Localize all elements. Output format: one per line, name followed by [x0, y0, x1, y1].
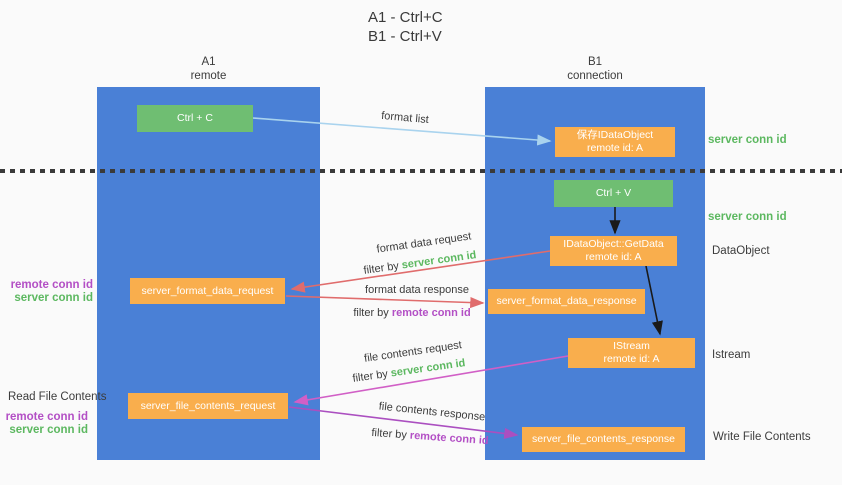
column-b1-subtitle: connection — [567, 70, 623, 82]
server-conn-id-annotation-file: server conn id — [9, 424, 88, 436]
column-b1-name: B1 — [587, 56, 603, 68]
filter-by-text: filter by — [362, 259, 403, 277]
server-format-data-request-label: server_format_data_request — [141, 284, 274, 297]
getdata-line1: IDataObject::GetData — [563, 238, 664, 250]
server-conn-id-text: server conn id — [389, 357, 467, 380]
save-idataobject-line2: remote id: A — [586, 142, 644, 154]
istream-line2: remote id: A — [603, 353, 660, 365]
filter-by-text: filter by — [351, 367, 392, 385]
server-file-contents-response-node: server_file_contents_response — [522, 427, 685, 452]
filter-by-remote-conn-id-label-file: filter by remote conn id — [371, 427, 489, 447]
remote-conn-id-text: remote conn id — [391, 307, 471, 319]
title-line-2: B1 - Ctrl+V — [368, 28, 442, 45]
server-file-contents-request-label: server_file_contents_request — [140, 399, 276, 412]
filter-by-text: filter by — [371, 426, 411, 442]
left-conn-id-group-format: remote conn id server conn id — [0, 279, 93, 305]
column-a1-name: A1 — [201, 56, 216, 68]
server-format-data-response-node: server_format_data_response — [488, 289, 645, 314]
dataobject-annotation: DataObject — [712, 245, 770, 257]
column-header-b1: B1 connection — [485, 55, 705, 83]
ctrl-c-label: Ctrl + C — [177, 112, 213, 124]
remote-conn-id-annotation-format: remote conn id — [10, 279, 93, 291]
diagram-title: A1 - Ctrl+C B1 - Ctrl+V — [368, 8, 443, 46]
column-a1-subtitle: remote — [190, 70, 227, 82]
istream-node: IStream remote id: A — [568, 338, 695, 368]
ctrl-v-label: Ctrl + V — [595, 187, 632, 199]
server-conn-id-annotation-mid: server conn id — [708, 211, 787, 223]
filter-by-remote-conn-id-label-format: filter by remote conn id — [353, 307, 470, 319]
istream-annotation: Istream — [712, 349, 751, 361]
column-header-a1: A1 remote — [97, 55, 320, 83]
format-data-response-label: format data response — [365, 284, 469, 296]
format-list-label: format list — [380, 109, 430, 127]
remote-conn-id-text: remote conn id — [409, 429, 489, 448]
copy-paste-separator-line — [0, 169, 842, 173]
ctrl-c-node: Ctrl + C — [137, 105, 253, 132]
left-conn-id-group-file: remote conn id server conn id — [0, 411, 88, 437]
server-conn-id-annotation-format: server conn id — [14, 292, 93, 304]
server-format-data-response-label: server_format_data_response — [496, 295, 637, 307]
ctrl-v-node: Ctrl + V — [554, 180, 673, 207]
read-file-contents-annotation: Read File Contents — [8, 391, 107, 403]
server-file-contents-response-label: server_file_contents_response — [531, 433, 675, 445]
server-file-contents-request-node: server_file_contents_request — [128, 393, 288, 419]
save-idataobject-node: 保存IDataObject remote id: A — [555, 127, 675, 157]
server-format-data-request-node: server_format_data_request — [130, 278, 285, 304]
remote-conn-id-annotation-file: remote conn id — [5, 411, 88, 423]
save-idataobject-line1: 保存IDataObject — [576, 129, 654, 141]
write-file-contents-annotation: Write File Contents — [713, 431, 811, 443]
getdata-line2: remote id: A — [585, 251, 642, 263]
istream-line1: IStream — [613, 340, 650, 352]
title-line-1: A1 - Ctrl+C — [368, 9, 443, 26]
getdata-node: IDataObject::GetData remote id: A — [550, 236, 677, 266]
server-conn-id-text: server conn id — [400, 249, 478, 272]
filter-by-text: filter by — [353, 307, 392, 319]
server-conn-id-annotation-top: server conn id — [708, 134, 787, 146]
file-contents-response-label: file contents response — [378, 400, 486, 424]
